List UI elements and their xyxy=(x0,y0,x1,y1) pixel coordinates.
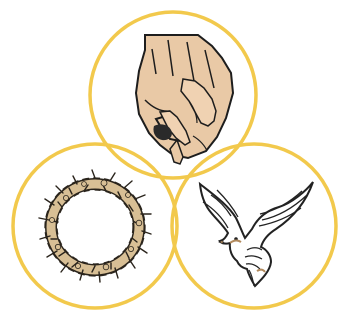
hands-icon xyxy=(136,35,233,164)
left-ring xyxy=(13,144,177,308)
crown-of-thorns-icon xyxy=(39,170,151,282)
dove-icon xyxy=(200,182,313,286)
